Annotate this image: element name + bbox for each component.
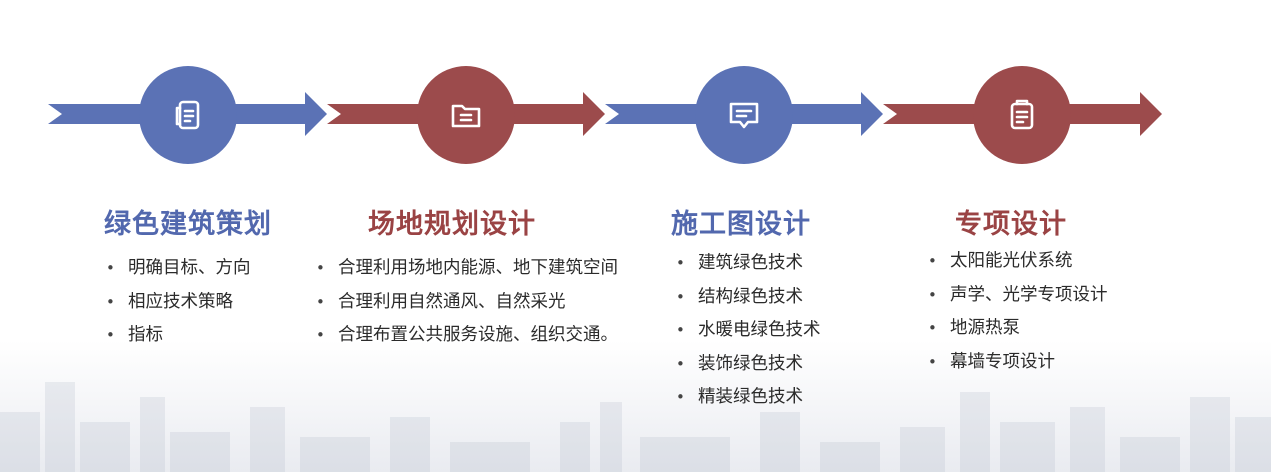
step-4-list: 太阳能光伏系统 声学、光学专项设计 地源热泵 幕墙专项设计 — [926, 245, 1108, 379]
step-1-list: 明确目标、方向 相应技术策略 指标 — [104, 252, 251, 353]
list-item: 相应技术策略 — [104, 286, 251, 320]
flow-arrow-2-right — [507, 92, 605, 136]
step-1-circle — [139, 66, 237, 164]
list-item: 合理利用自然通风、自然采光 — [314, 286, 618, 320]
list-item: 声学、光学专项设计 — [926, 279, 1108, 313]
flow-arrow-3-right — [785, 92, 883, 136]
step-3-list: 建筑绿色技术 结构绿色技术 水暖电绿色技术 装饰绿色技术 精装绿色技术 — [674, 247, 821, 415]
step-4-title: 专项设计 — [955, 209, 1067, 240]
message-icon — [729, 102, 759, 129]
list-item: 地源热泵 — [926, 312, 1108, 346]
list-item: 精装绿色技术 — [674, 381, 821, 415]
step-1-title: 绿色建筑策划 — [104, 209, 272, 240]
step-2-circle — [417, 66, 515, 164]
list-item: 指标 — [104, 319, 251, 353]
flow-arrow-4-left — [883, 104, 981, 124]
flow-arrow-3-left — [605, 104, 703, 124]
step-3-circle — [695, 66, 793, 164]
list-item: 合理利用场地内能源、地下建筑空间 — [314, 252, 618, 286]
document-icon — [175, 100, 200, 130]
list-item: 明确目标、方向 — [104, 252, 251, 286]
flow-arrow-1-left — [48, 104, 148, 124]
flow-arrow-2-left — [327, 104, 425, 124]
list-item: 结构绿色技术 — [674, 281, 821, 315]
list-item: 幕墙专项设计 — [926, 346, 1108, 380]
process-flow-arrows — [48, 92, 1162, 136]
step-4-circle — [973, 66, 1071, 164]
city-skyline-background — [0, 382, 1271, 472]
step-2-list: 合理利用场地内能源、地下建筑空间 合理利用自然通风、自然采光 合理布置公共服务设… — [314, 252, 618, 353]
list-item: 建筑绿色技术 — [674, 247, 821, 281]
step-3-title: 施工图设计 — [671, 209, 811, 240]
list-item: 太阳能光伏系统 — [926, 245, 1108, 279]
step-2-title: 场地规划设计 — [368, 209, 536, 240]
list-item: 装饰绿色技术 — [674, 348, 821, 382]
folder-icon — [451, 104, 481, 128]
flow-arrow-4-right — [1063, 92, 1162, 136]
list-item: 合理布置公共服务设施、组织交通。 — [314, 319, 618, 353]
clipboard-icon — [1010, 99, 1034, 130]
flow-arrow-1-right — [230, 92, 327, 136]
list-item: 水暖电绿色技术 — [674, 314, 821, 348]
